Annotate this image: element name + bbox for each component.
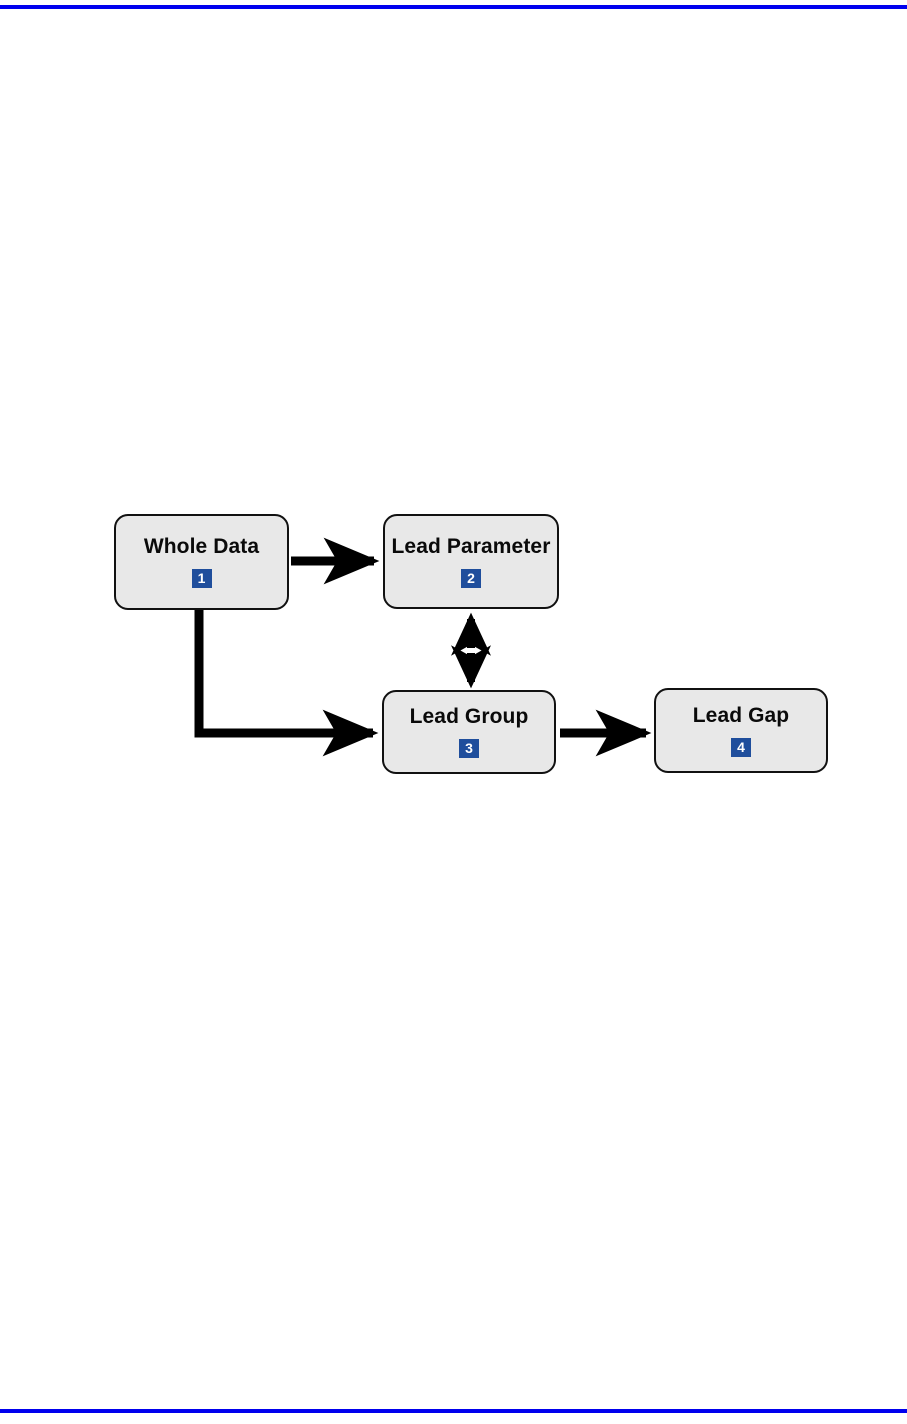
top-page-rule (0, 5, 907, 9)
flow-node-lead-group[interactable]: Lead Group 3 (382, 690, 556, 774)
flow-node-lead-parameter[interactable]: Lead Parameter 2 (383, 514, 559, 609)
edge-whole-data-to-lead-group (194, 608, 379, 757)
flow-node-badge: 2 (461, 568, 481, 588)
flow-node-label: Lead Parameter (391, 534, 551, 558)
flow-node-whole-data[interactable]: Whole Data 1 (114, 514, 289, 610)
flow-node-label: Lead Group (409, 705, 529, 728)
flow-node-badge: 4 (731, 737, 751, 757)
flow-node-badge: 1 (191, 569, 212, 588)
bottom-page-rule (0, 1409, 907, 1413)
flow-node-label: Lead Gap (692, 703, 790, 727)
flow-node-label: Whole Data (143, 535, 260, 558)
flow-node-badge: 3 (459, 739, 479, 758)
flow-node-lead-gap[interactable]: Lead Gap 4 (654, 688, 828, 773)
